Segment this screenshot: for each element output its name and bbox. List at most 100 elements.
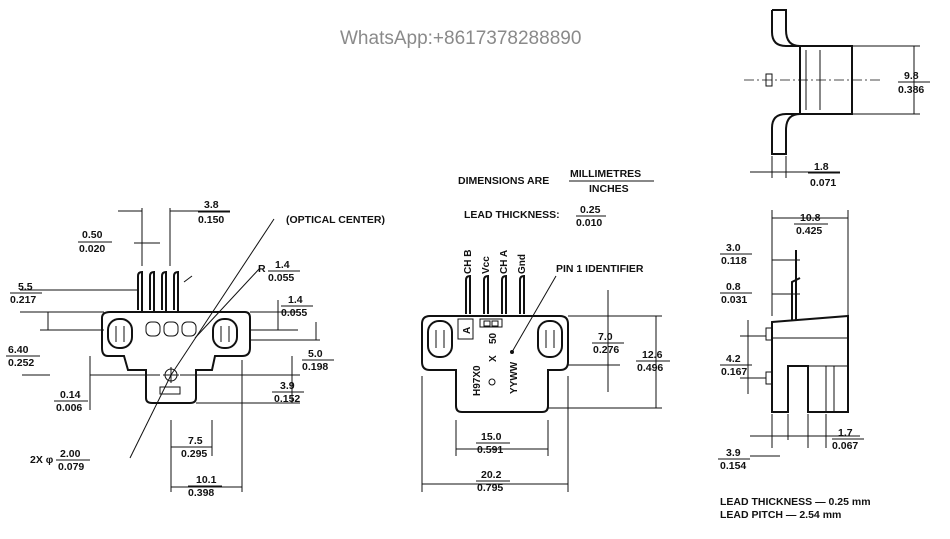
dim-1-7: 1.7 0.067: [832, 427, 864, 452]
dim-6-40: 6.40 0.252: [6, 344, 40, 369]
dim-5-0-in: 0.198: [302, 361, 328, 373]
left-front-view: [20, 208, 320, 492]
pin-label-vcc: Vcc: [481, 256, 492, 274]
dim-1-7-mm: 1.7: [838, 427, 853, 439]
middle-mount-hole-right: [537, 320, 563, 358]
units-mm-label: MILLIMETRES: [570, 168, 641, 180]
marking-date: YYWW: [509, 361, 520, 394]
dim-5-5-in: 0.217: [10, 294, 36, 306]
dim-2-00: 2X φ 2.00 0.079: [30, 448, 90, 473]
dim-0-14-in: 0.006: [56, 402, 82, 414]
dim-0-14: 0.14 0.006: [54, 389, 88, 414]
dim-r-1-4-mm: 1.4: [275, 259, 290, 271]
dim-7-0-mm: 7.0: [598, 331, 613, 343]
dim-7-5-in: 0.295: [181, 448, 207, 460]
dim-5-5-mm: 5.5: [18, 281, 33, 293]
left-body-outline: [101, 311, 251, 404]
pin1-identifier-label: PIN 1 IDENTIFIER: [556, 263, 644, 275]
marking-a: A: [462, 327, 473, 334]
dim-6-40-in: 0.252: [8, 357, 34, 369]
dim-5-5: 5.5 0.217: [10, 281, 42, 306]
dim-15-0-in: 0.591: [477, 444, 503, 456]
left-mount-hole-left: [107, 318, 133, 349]
dim-12-6-mm: 12.6: [642, 349, 663, 361]
optical-center-label: (OPTICAL CENTER): [286, 214, 385, 226]
dim-0-8: 0.8 0.031: [720, 281, 752, 306]
dim-3-8-in: 0.150: [198, 214, 224, 226]
marking-x: X: [488, 355, 499, 362]
middle-back-view: [421, 274, 662, 492]
optical-center-leader: [170, 218, 275, 376]
pin1-dot: [510, 350, 514, 354]
dim-7-0-in: 0.276: [593, 344, 619, 356]
dim-2-00-in: 0.079: [58, 461, 84, 473]
dim-12-6-in: 0.496: [637, 362, 663, 374]
dim-0-8-mm: 0.8: [726, 281, 741, 293]
dim-10-1-mm: 10.1: [196, 474, 217, 486]
dim-9-8-in: 0.386: [898, 84, 924, 96]
dim-0-50-in: 0.020: [79, 243, 105, 255]
dimensions-are-label: DIMENSIONS ARE: [458, 175, 549, 187]
dim-3-8: 3.8 0.150: [198, 199, 230, 226]
dim-3-0-in: 0.118: [721, 255, 747, 267]
dim-3-9-right-mm: 3.9: [726, 447, 741, 459]
pin1-leader: [511, 275, 557, 353]
dim-0-50: 0.50 0.020: [78, 229, 112, 255]
marking-50: 50: [488, 332, 499, 344]
dim-9-8: 9.8 0.386: [898, 70, 930, 96]
dim-1-4-mm: 1.4: [288, 294, 303, 306]
dim-10-1-in: 0.398: [188, 487, 214, 499]
dim-r-1-4: R 1.4 0.055: [258, 259, 300, 284]
left-mount-hole-right: [212, 318, 238, 349]
dim-3-9-right-in: 0.154: [720, 460, 746, 472]
pin-label-gnd: Gnd: [517, 254, 528, 274]
marking-main: H97X0: [472, 365, 483, 396]
dim-15-0-mm: 15.0: [481, 431, 502, 443]
dim-1-8-mm: 1.8: [814, 161, 829, 173]
dim-10-8-in: 0.425: [796, 225, 822, 237]
dim-15-0: 15.0 0.591: [476, 431, 510, 456]
watermark-text: WhatsApp:+8617378288890: [340, 28, 581, 49]
dim-4-2: 4.2 0.167: [720, 353, 752, 378]
dim-r-1-4-in: 0.055: [268, 272, 294, 284]
middle-body-outline: [421, 315, 569, 413]
dim-6-40-mm: 6.40: [8, 344, 29, 356]
dim-10-8-mm: 10.8: [800, 212, 821, 224]
dim-7-0: 7.0 0.276: [592, 331, 624, 356]
dim-20-2-in: 0.795: [477, 482, 503, 494]
dim-5-0: 5.0 0.198: [302, 348, 334, 373]
units-header: DIMENSIONS ARE MILLIMETRES INCHES LEAD T…: [458, 168, 654, 229]
dim-3-9-left: 3.9 0.152: [272, 380, 304, 405]
middle-mount-hole-left: [427, 320, 453, 358]
dim-3-9-left-mm: 3.9: [280, 380, 295, 392]
dim-0-8-in: 0.031: [721, 294, 747, 306]
dim-3-8-mm: 3.8: [204, 199, 219, 211]
dim-1-4: 1.4 0.055: [281, 294, 313, 319]
dim-10-8: 10.8 0.425: [794, 212, 828, 237]
dim-3-9-left-in: 0.152: [274, 393, 300, 405]
dim-3-0: 3.0 0.118: [720, 242, 752, 267]
hole-prefix: 2X φ: [30, 454, 54, 466]
dim-1-8: 1.8 0.071: [808, 161, 840, 189]
pin-label-ch-a: CH A: [499, 250, 510, 274]
dim-1-4-in: 0.055: [281, 307, 307, 319]
lead-thickness-in: 0.010: [576, 217, 602, 229]
bottom-right-side-view: [740, 210, 860, 457]
dim-9-8-mm: 9.8: [904, 70, 919, 82]
dim-20-2: 20.2 0.795: [476, 469, 510, 494]
dim-10-1: 10.1 0.398: [188, 474, 222, 499]
note-lead-thickness: LEAD THICKNESS — 0.25 mm: [720, 496, 871, 508]
dim-7-5: 7.5 0.295: [180, 435, 212, 460]
dim-7-5-mm: 7.5: [188, 435, 203, 447]
pin-label-ch-b: CH B: [463, 250, 474, 274]
left-pins: [137, 270, 193, 312]
dim-3-9-right: 3.9 0.154: [718, 447, 750, 472]
dim-4-2-in: 0.167: [721, 366, 747, 378]
units-in-label: INCHES: [589, 183, 629, 195]
note-lead-pitch: LEAD PITCH — 2.54 mm: [720, 509, 841, 521]
dim-20-2-mm: 20.2: [481, 469, 502, 481]
dim-0-50-mm: 0.50: [82, 229, 103, 241]
dim-1-7-in: 0.067: [832, 440, 858, 452]
dim-1-8-in: 0.071: [810, 177, 836, 189]
dim-0-14-mm: 0.14: [60, 389, 81, 401]
